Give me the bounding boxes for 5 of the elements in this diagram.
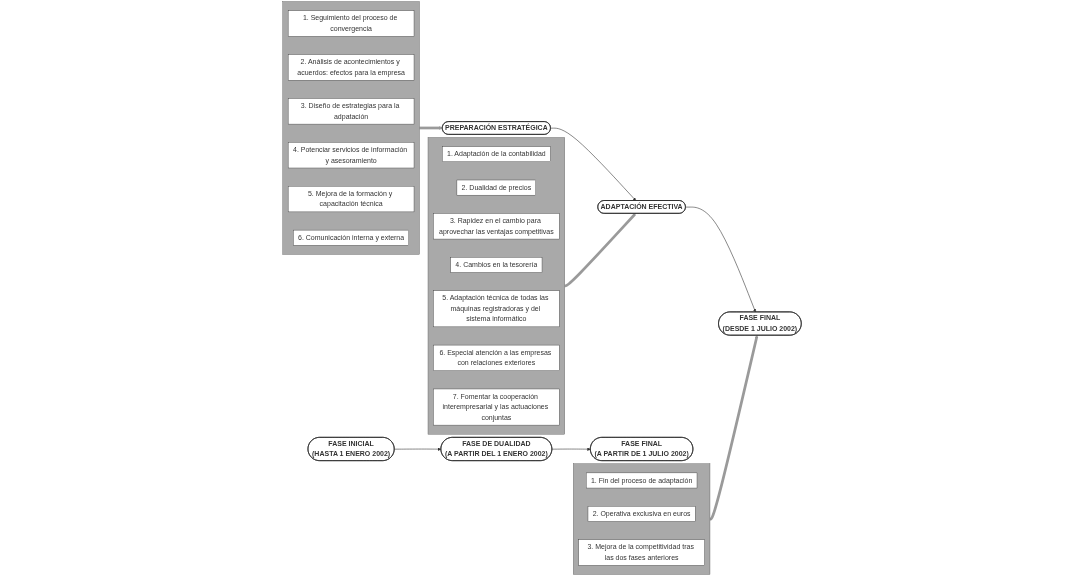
arrow — [564, 213, 636, 288]
arrow — [709, 335, 759, 521]
cluster — [573, 463, 711, 575]
cluster — [427, 137, 565, 435]
cluster — [282, 1, 420, 255]
